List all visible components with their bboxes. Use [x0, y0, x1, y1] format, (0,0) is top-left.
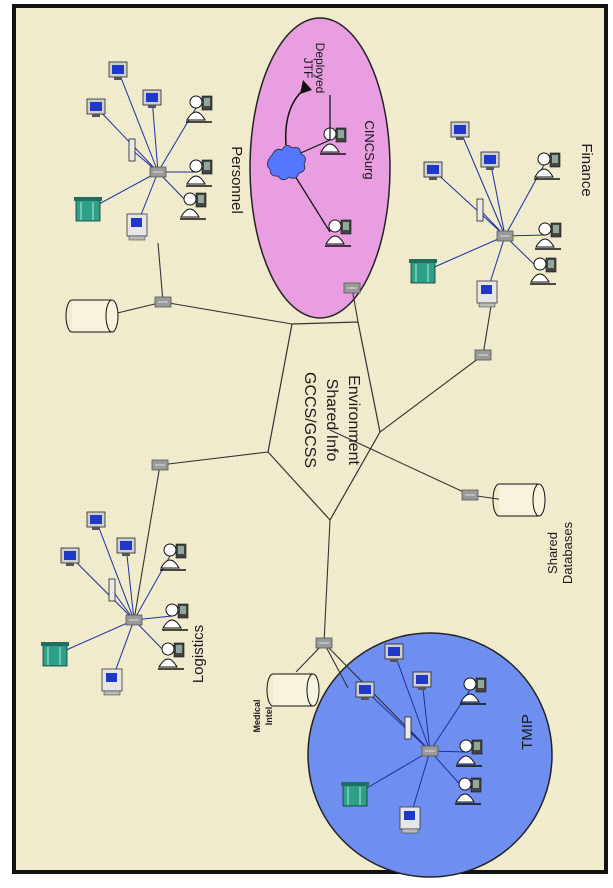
server-icon: [74, 197, 102, 222]
workstation-user-icon: [180, 192, 207, 220]
monitor-icon: [86, 98, 106, 117]
desktop-computer-icon: [476, 280, 498, 308]
shared-databases-label-line2: Databases: [560, 521, 575, 584]
concentrator-icon: [476, 198, 484, 222]
finance-label: Finance: [578, 143, 595, 196]
network-cloud-icon: [267, 145, 306, 181]
personnel-cluster: [74, 61, 213, 241]
monitor-icon: [142, 89, 162, 108]
hub-icon: [496, 230, 514, 242]
monitor-icon: [86, 511, 106, 530]
monitor-icon: [116, 537, 136, 556]
monitor-icon: [384, 643, 404, 662]
hub-icon: [343, 282, 361, 294]
deployed-jtf-label-line1: Deployed: [313, 43, 327, 94]
monitor-icon: [60, 547, 80, 566]
server-icon: [41, 642, 69, 667]
hub-icon: [461, 489, 479, 501]
lan-clusters: [41, 61, 562, 834]
concentrator-icon: [404, 716, 412, 740]
hub-icon: [151, 459, 169, 471]
workstation-user-icon: [456, 739, 483, 767]
monitor-icon: [450, 121, 470, 140]
shared-databases-label-line1: Shared: [545, 532, 560, 574]
tmip-cluster: [341, 643, 487, 834]
monitor-icon: [108, 61, 128, 80]
hub-icon: [315, 637, 333, 649]
database-cylinder-icon: [266, 673, 320, 707]
workstation-user-icon: [186, 95, 213, 123]
monitor-icon: [480, 151, 500, 170]
shared-info-environment-shape: [267, 321, 381, 522]
database-cylinder-icon: [492, 483, 546, 517]
hub-icon: [421, 745, 439, 757]
workstation-user-icon: [455, 777, 482, 805]
concentrator-icon: [108, 578, 116, 602]
desktop-computer-icon: [399, 806, 421, 834]
database-cylinder-icon: [65, 299, 119, 333]
desktop-computer-icon: [126, 213, 148, 241]
workstation-user-icon: [460, 677, 487, 705]
center-label-line1: GCCS/GCSS: [301, 372, 318, 468]
center-label-line2: Shared Info: [323, 379, 340, 462]
logistics-cluster: [41, 511, 189, 696]
server-icon: [409, 259, 437, 284]
server-icon: [341, 782, 369, 807]
hub-icon: [125, 614, 143, 626]
deployed-jtf-arrowhead-icon: [300, 80, 312, 94]
center-label-line3: Environment: [345, 375, 362, 465]
wan-links: [104, 242, 506, 752]
workstation-user-icon: [325, 219, 352, 247]
hub-icon: [149, 166, 167, 178]
hub-icon: [474, 349, 492, 361]
logistics-label: Logistics: [190, 625, 207, 683]
personnel-label: Personnel: [228, 146, 245, 214]
medical-intel-label-line2: Intel: [264, 707, 274, 726]
monitor-icon: [355, 681, 375, 700]
cincsurg-label: CINCSurg: [362, 120, 377, 179]
finance-cluster: [409, 121, 562, 308]
workstation-user-icon: [160, 543, 187, 571]
desktop-computer-icon: [101, 668, 123, 696]
monitor-icon: [423, 161, 443, 180]
workstation-user-icon: [162, 603, 189, 631]
medical-intel-label-line1: Medical: [252, 699, 262, 732]
workstation-user-icon: [534, 152, 561, 180]
hub-icon: [154, 296, 172, 308]
tmip-label: TMIP: [519, 714, 536, 750]
workstation-user-icon: [535, 222, 562, 250]
deployed-jtf-label-line2: JTF: [301, 58, 315, 79]
workstation-user-icon: [186, 159, 213, 187]
workstation-user-icon: [530, 257, 557, 285]
monitor-icon: [412, 671, 432, 690]
workstation-user-icon: [158, 642, 185, 670]
concentrator-icon: [128, 138, 136, 162]
cincsurg-ellipse: [249, 17, 391, 319]
